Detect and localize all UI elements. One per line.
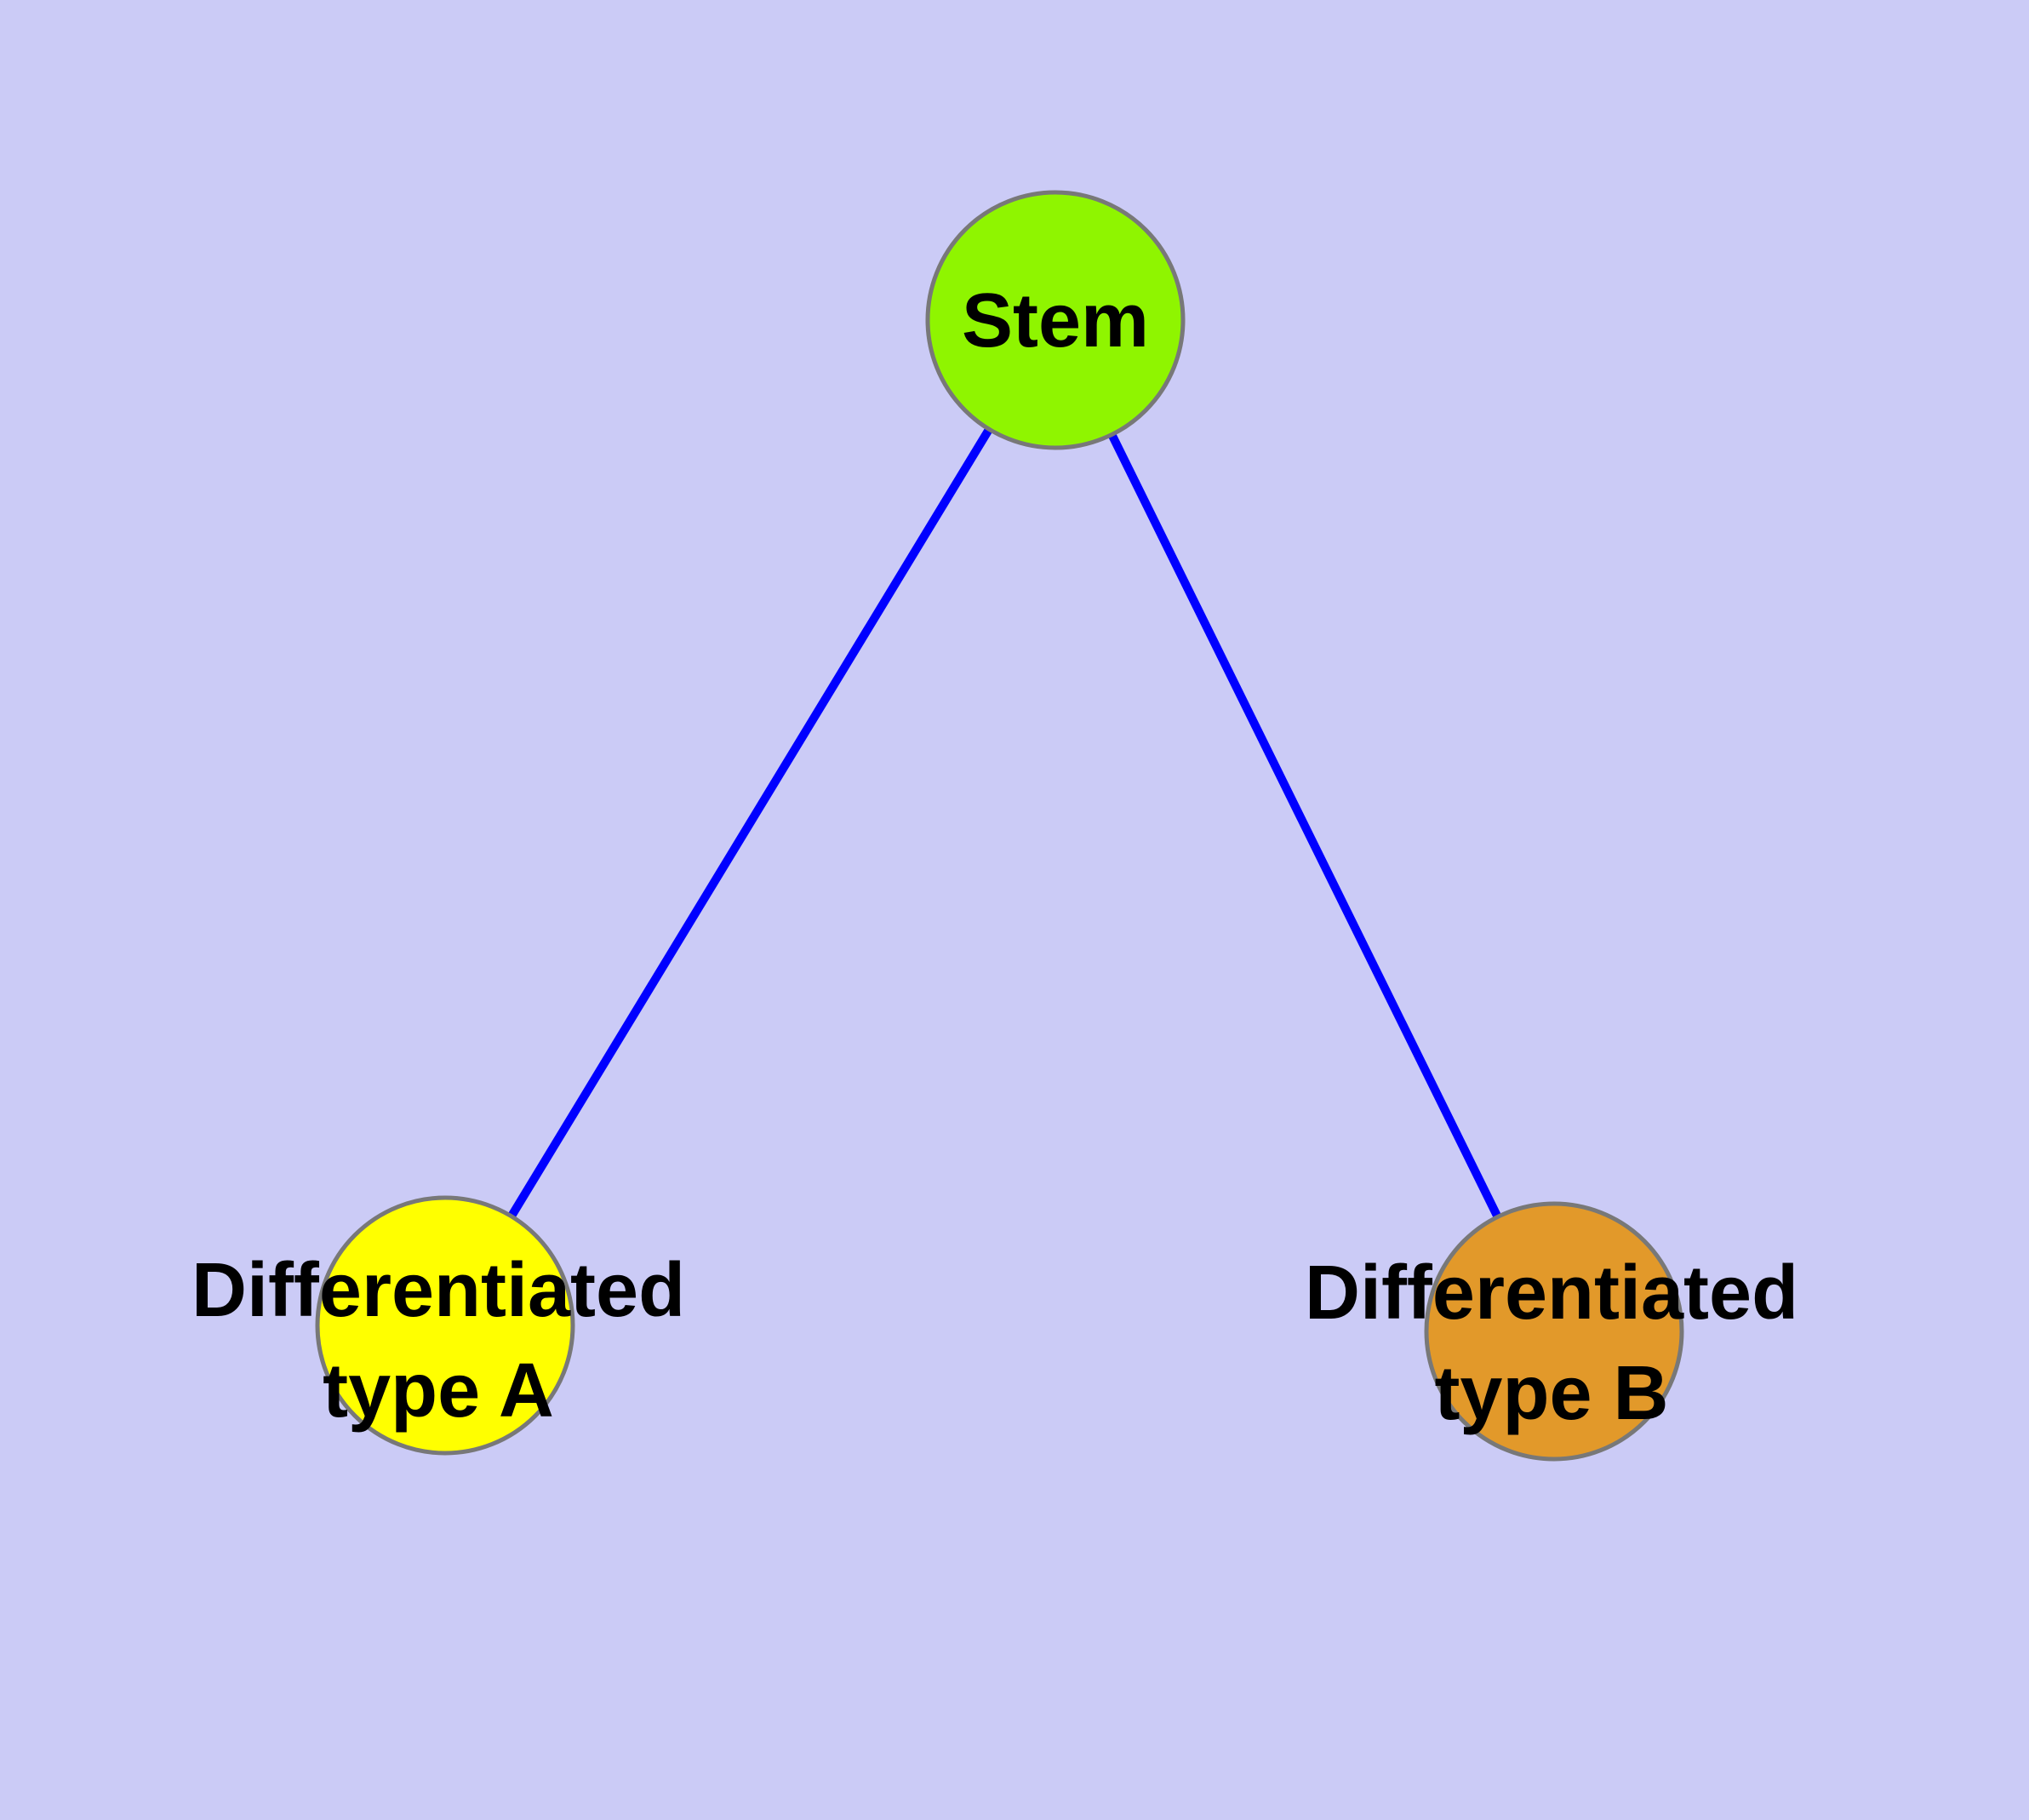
edge-stem-to-type-a	[441, 318, 1060, 1328]
node-type-b-circle	[1424, 1201, 1684, 1462]
node-stem-label: Stem	[961, 278, 1150, 363]
node-type-a-label: Differentiated type A	[191, 1248, 686, 1434]
node-type-b-label: Differentiated type B	[1304, 1251, 1799, 1436]
edge-stem-to-type-b	[1051, 318, 1558, 1334]
node-type-a-circle	[315, 1195, 575, 1456]
node-stem-circle	[925, 190, 1186, 450]
